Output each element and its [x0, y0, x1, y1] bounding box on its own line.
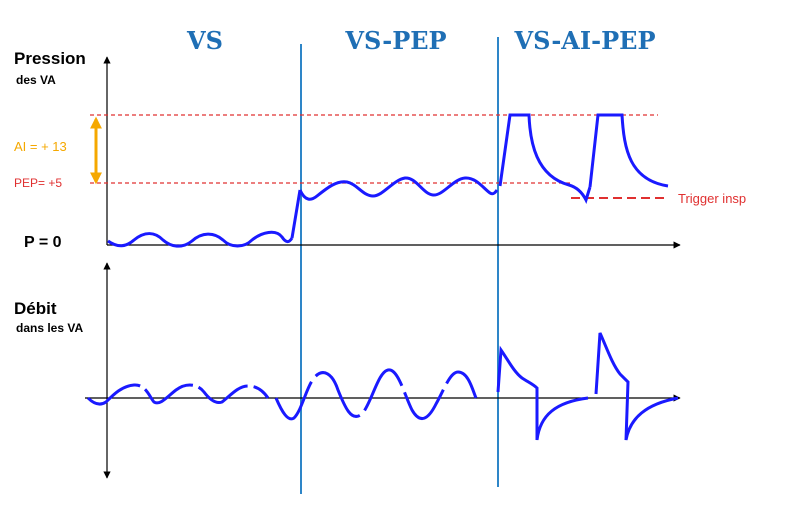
flow-axis-subtitle: dans les VA	[16, 321, 83, 335]
flow-waveform-vs	[86, 383, 270, 406]
trigger-label: Trigger insp	[678, 191, 746, 206]
flow-breath-1	[496, 345, 589, 441]
pressure-curve-vs-pep	[298, 176, 499, 201]
flow-curve-vs-pep	[274, 368, 478, 421]
flow-axis-title: Débit	[14, 299, 57, 318]
pressure-axis-title: Pression	[14, 49, 86, 68]
pressure-breath-2	[588, 113, 669, 188]
pressure-curve-vs	[107, 230, 294, 248]
pressure-breath-1	[498, 113, 592, 205]
flow-waveform-vs-ai-pep	[496, 332, 679, 441]
flow-breath-2	[594, 332, 679, 441]
pressure-zero-label: P = 0	[24, 234, 62, 251]
pressure-waveform-vs	[107, 189, 302, 248]
mode-label-vs: VS	[186, 26, 223, 55]
pressure-step-to-pep	[290, 189, 302, 239]
pressure-waveform-vs-pep	[298, 176, 499, 201]
mode-label-vs-pep: VS-PEP	[344, 26, 446, 55]
pressure-waveform-vs-ai-pep	[498, 113, 669, 205]
ai-label: AI = + 13	[14, 139, 67, 154]
flow-curve-vs	[86, 383, 270, 406]
flow-waveform-vs-pep	[274, 368, 478, 421]
mode-label-vs-ai-pep: VS-AI-PEP	[514, 26, 656, 55]
pep-label: PEP= +5	[14, 176, 62, 190]
pressure-axis-subtitle: des VA	[16, 73, 56, 87]
